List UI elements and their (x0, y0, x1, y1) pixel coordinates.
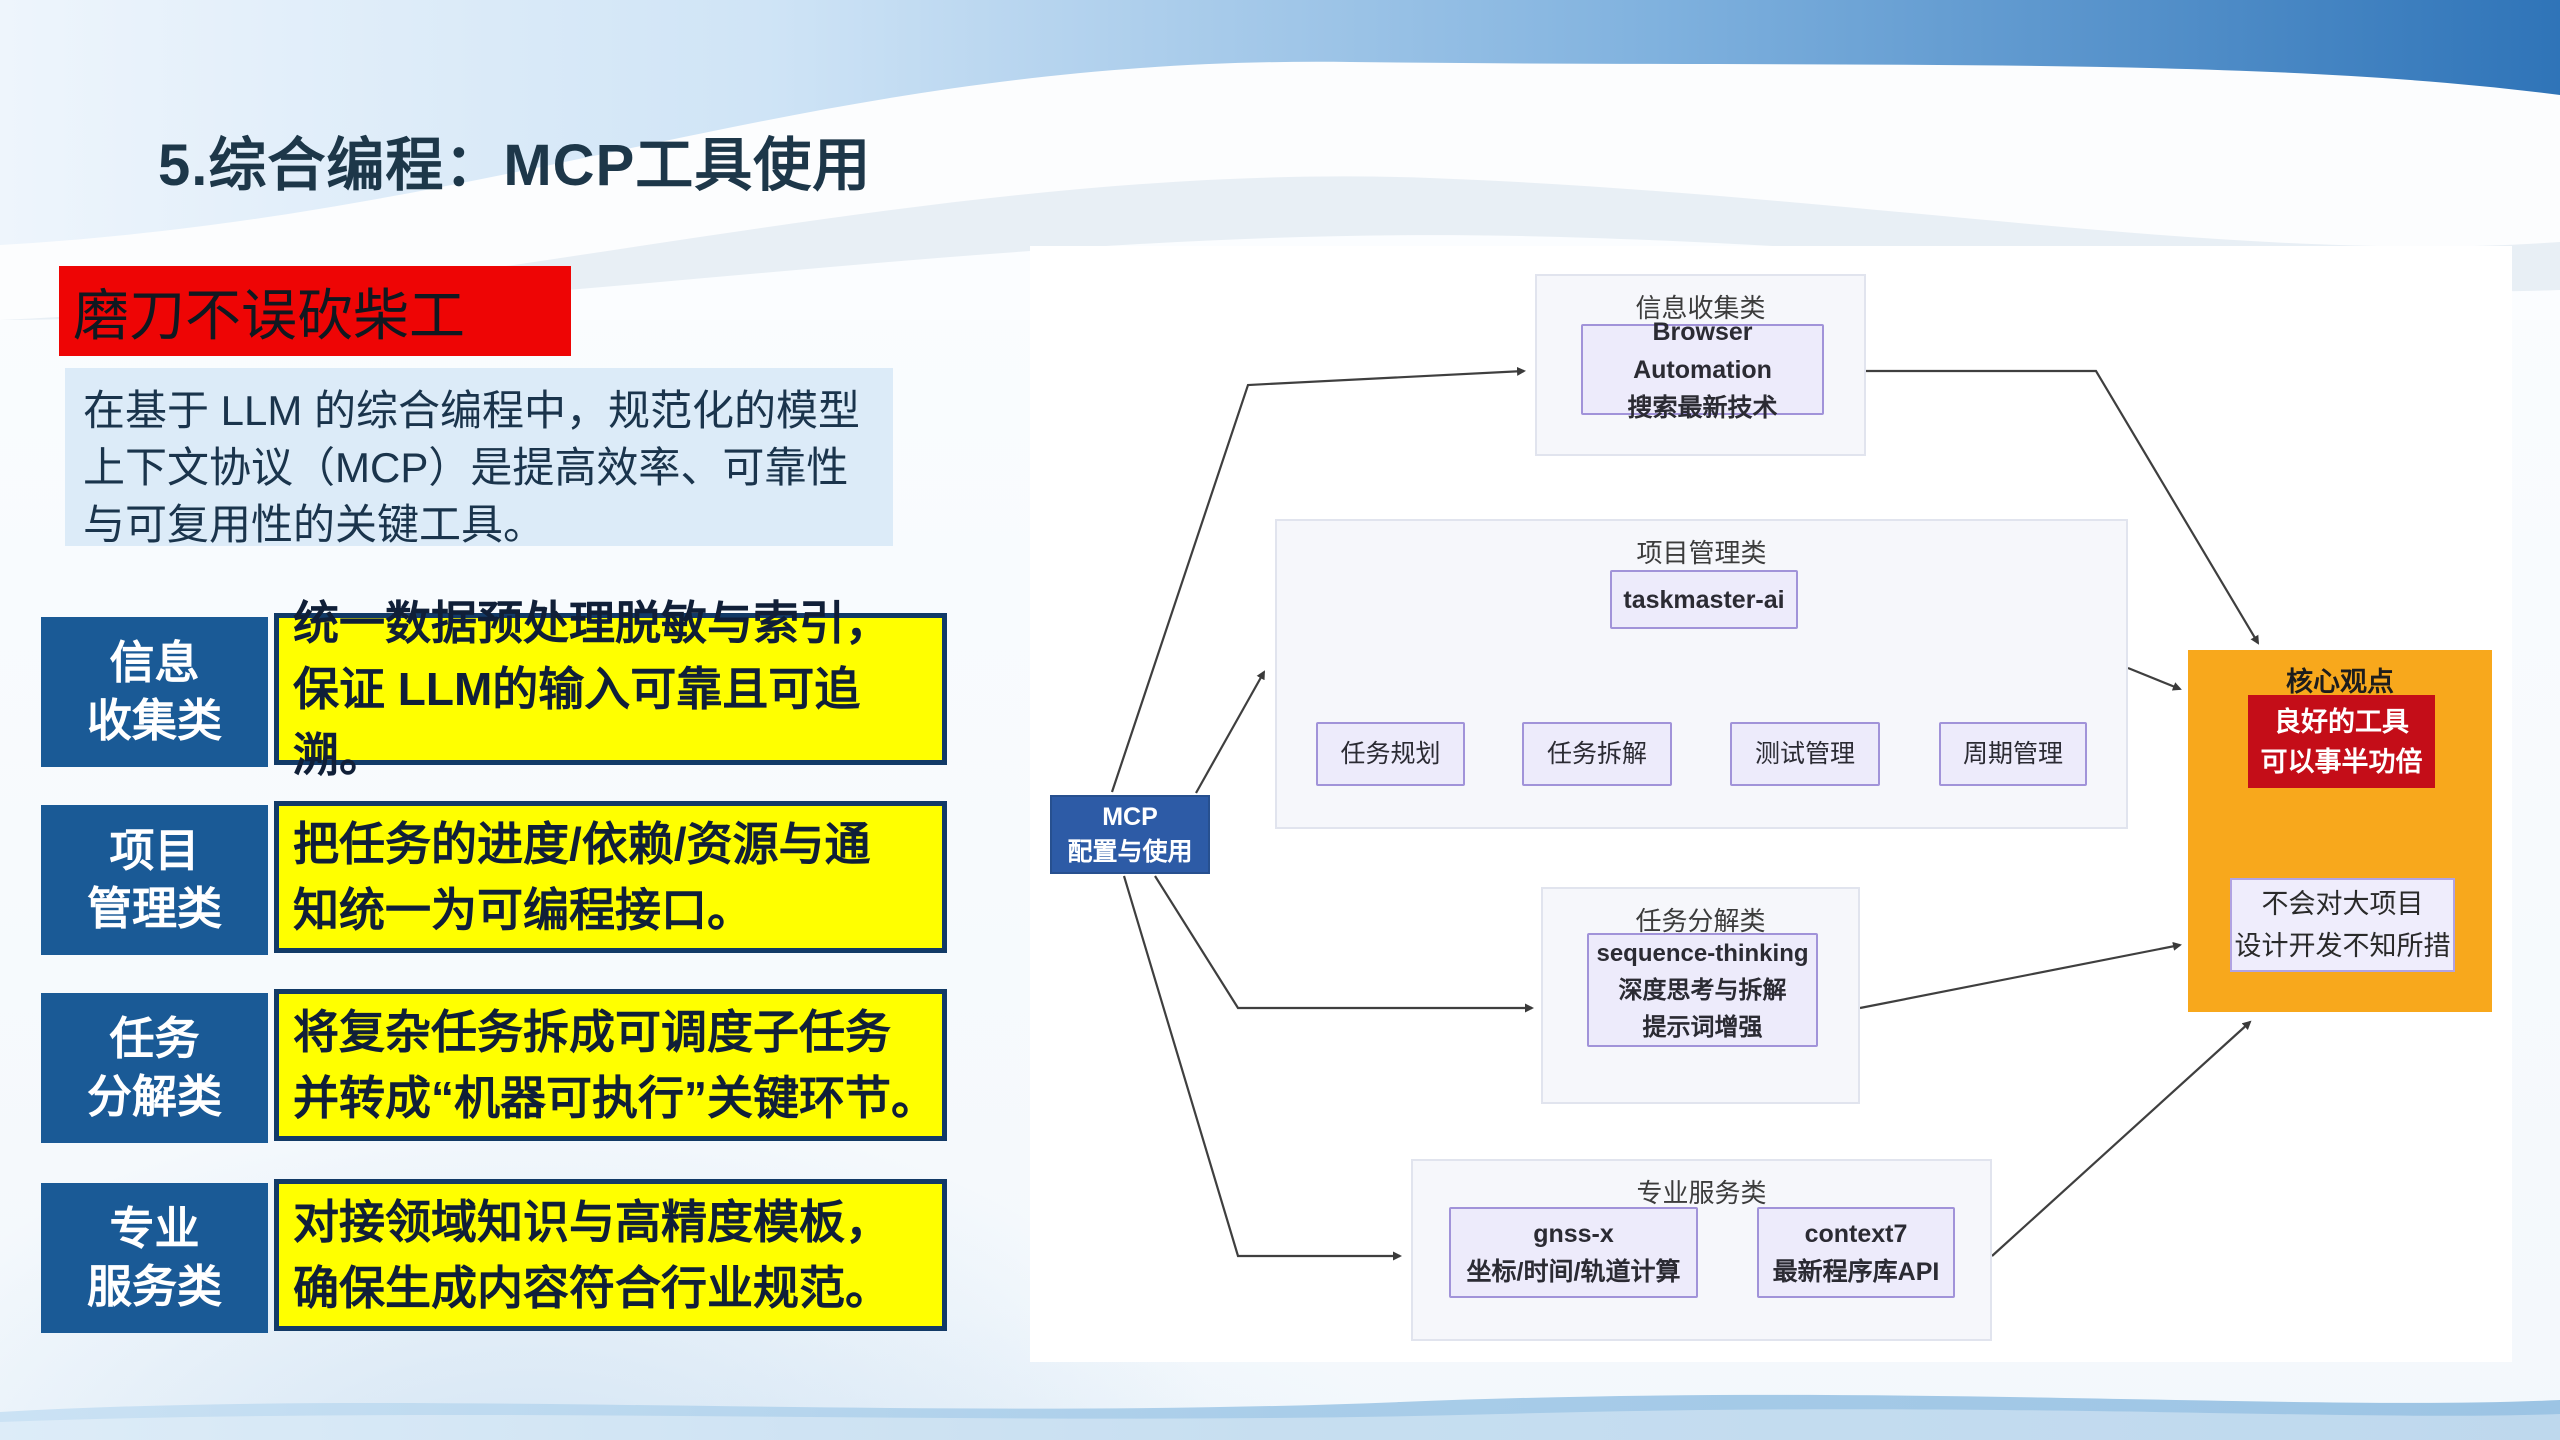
intro-paragraph: 在基于 LLM 的综合编程中，规范化的模型 上下文协议（MCP）是提高效率、可靠… (65, 368, 893, 548)
group-title: 项目管理类 (1636, 538, 1767, 568)
key-message-banner: 磨刀不误砍柴工 (59, 266, 571, 356)
node-gnss-x: gnss-x 坐标/时间/轨道计算 (1449, 1207, 1698, 1298)
core-highlight-node: 良好的工具 可以事半功倍 (2248, 695, 2435, 788)
node-taskmaster-ai: taskmaster-ai (1610, 570, 1798, 629)
core-note-node: 不会对大项目 设计开发不知所措 (2230, 878, 2455, 972)
node-browser-automation: Browser Automation 搜索最新技术 (1581, 318, 1824, 422)
node-sequence-thinking: sequence-thinking 深度思考与拆解 提示词增强 (1587, 933, 1818, 1047)
group-title: 任务分解类 (1635, 906, 1766, 936)
core-viewpoint-box: 核心观点 良好的工具 可以事半功倍 不会对大项目 设计开发不知所措 (2188, 650, 2492, 1012)
group-title: 信息收集类 (1635, 293, 1766, 323)
core-viewpoint-title: 核心观点 (2286, 667, 2394, 697)
category-row-professional-services: 专业 服务类 对接领域知识与高精度模板， 确保生成内容符合行业规范。 (41, 1179, 947, 1333)
category-label: 任务 分解类 (41, 993, 268, 1143)
category-row-information-collection: 信息 收集类 统一数据预处理脱敏与索引， 保证 LLM的输入可靠且可追溯。 (41, 597, 947, 781)
group-information-collection: 信息收集类 Browser Automation 搜索最新技术 (1535, 274, 1866, 456)
category-row-task-decomposition: 任务 分解类 将复杂任务拆成可调度子任务 并转成“机器可执行”关键环节。 (41, 989, 947, 1143)
category-label: 信息 收集类 (41, 617, 268, 767)
category-description: 统一数据预处理脱敏与索引， 保证 LLM的输入可靠且可追溯。 (274, 597, 947, 781)
page-title: 5.综合编程：MCP工具使用 (158, 133, 872, 198)
mcp-root-node: MCP 配置与使用 (1050, 795, 1210, 874)
category-description: 把任务的进度/依赖/资源与通 知统一为可编程接口。 (274, 801, 947, 953)
group-project-management: 项目管理类 taskmaster-ai 任务规划 任务拆解 测试管理 周期管理 (1275, 519, 2128, 829)
node-context7: context7 最新程序库API (1757, 1207, 1955, 1298)
category-description: 将复杂任务拆成可调度子任务 并转成“机器可执行”关键环节。 (274, 989, 947, 1141)
node-task-planning: 任务规划 (1316, 722, 1465, 786)
node-cycle-management: 周期管理 (1939, 722, 2087, 786)
group-professional-services: 专业服务类 gnss-x 坐标/时间/轨道计算 context7 最新程序库AP… (1411, 1159, 1992, 1341)
category-label: 项目 管理类 (41, 805, 268, 955)
node-task-breakdown: 任务拆解 (1522, 722, 1672, 786)
category-description: 对接领域知识与高精度模板， 确保生成内容符合行业规范。 (274, 1179, 947, 1331)
category-row-project-management: 项目 管理类 把任务的进度/依赖/资源与通 知统一为可编程接口。 (41, 801, 947, 955)
bottom-band-decoration (0, 1394, 2560, 1440)
category-label: 专业 服务类 (41, 1183, 268, 1333)
node-test-management: 测试管理 (1730, 722, 1880, 786)
group-title: 专业服务类 (1636, 1178, 1767, 1208)
group-task-decomposition: 任务分解类 sequence-thinking 深度思考与拆解 提示词增强 (1541, 887, 1860, 1104)
